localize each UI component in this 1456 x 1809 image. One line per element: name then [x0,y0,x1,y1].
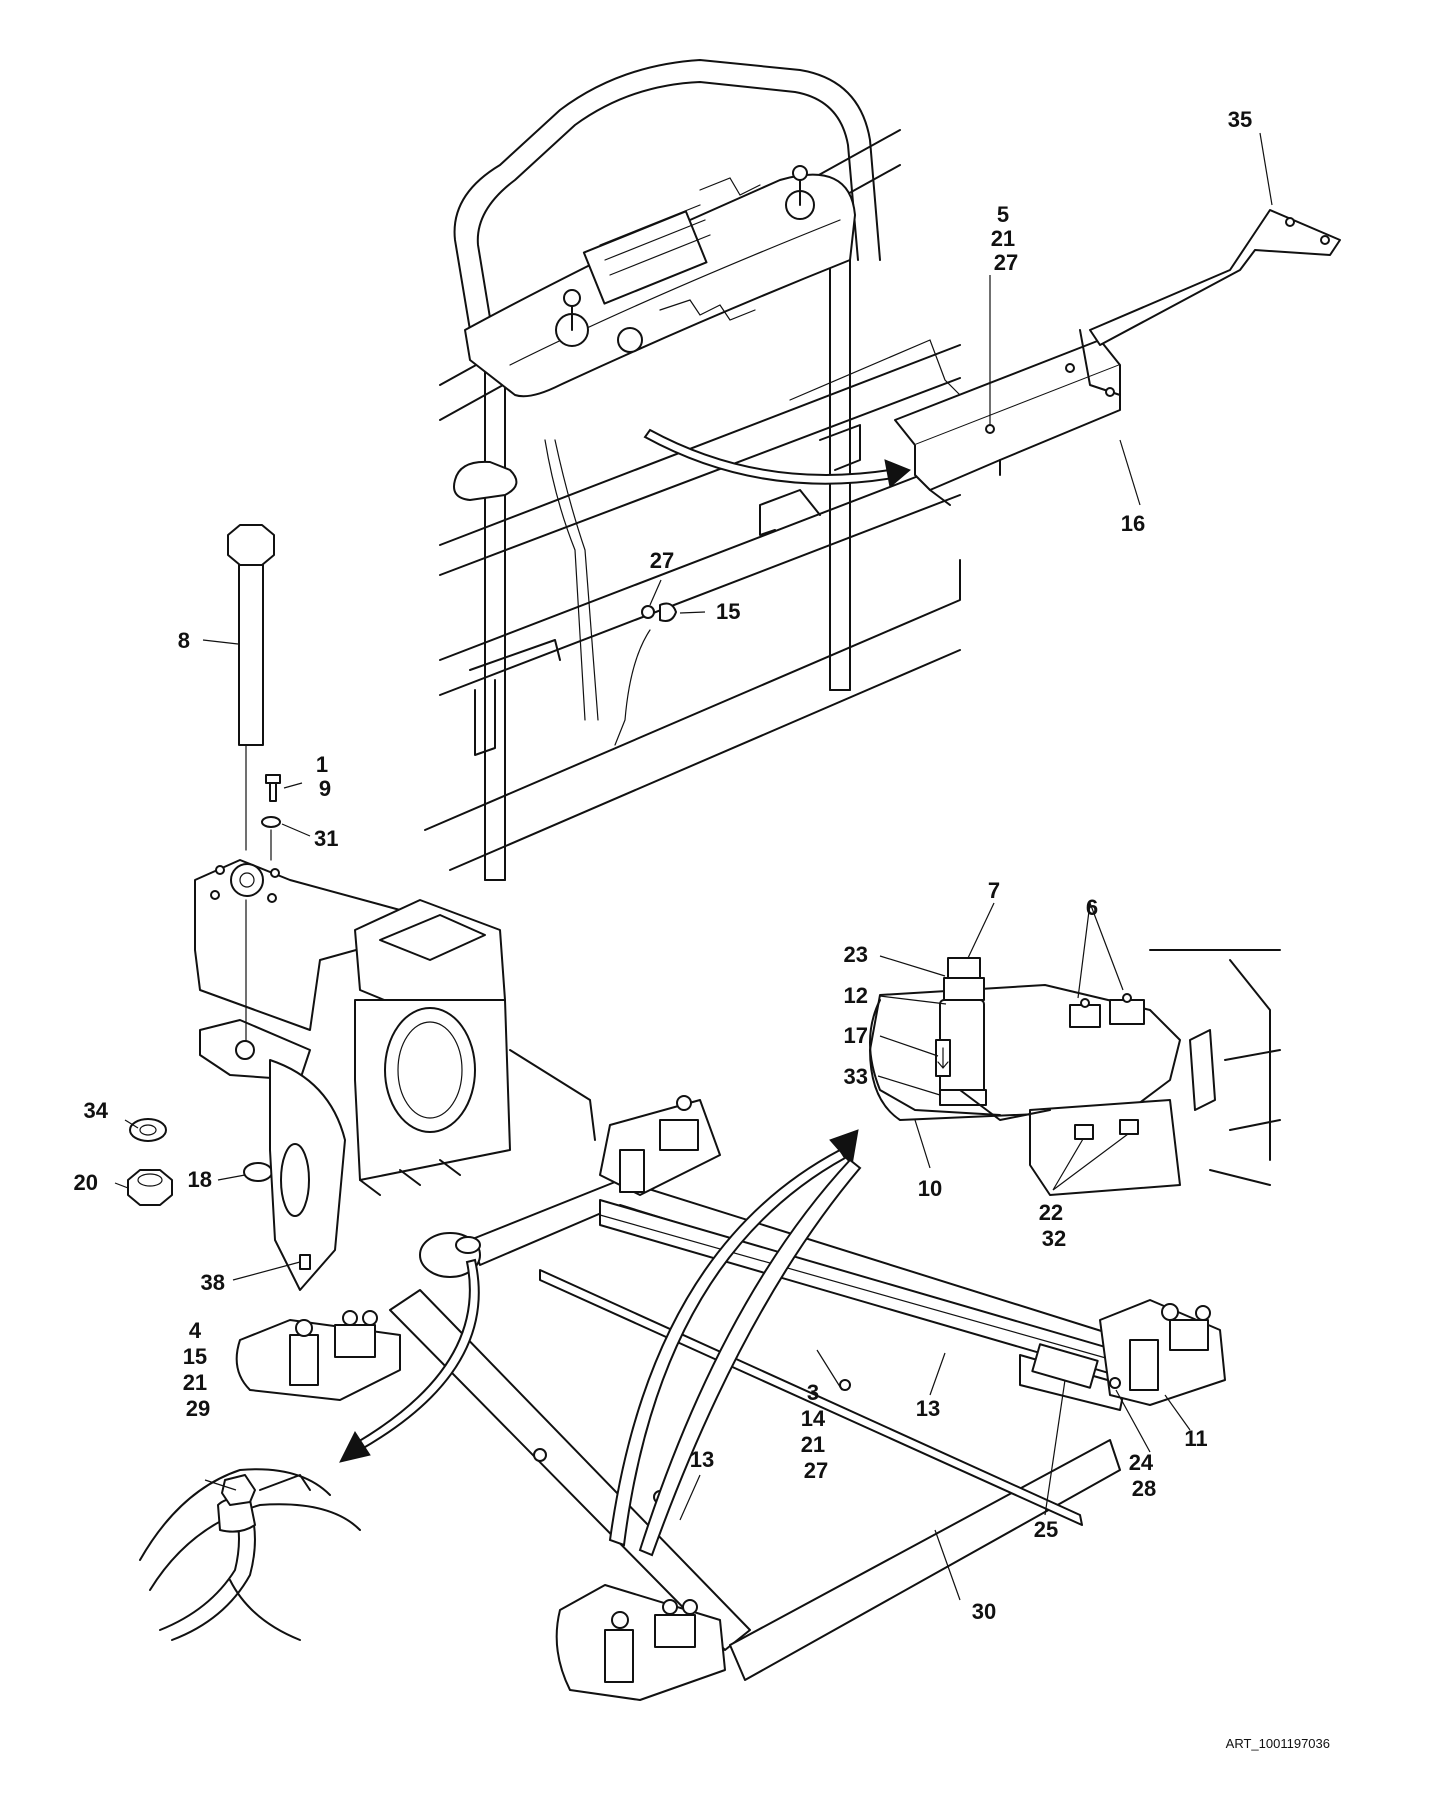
bushing-18 [243,1162,273,1182]
clamp-25 [1031,1343,1099,1389]
callout-13-front: 13 [690,1447,714,1472]
bracket-arm [1089,209,1341,346]
callout-22-32: 22 32 [1039,1200,1070,1251]
callout-16: 16 [1121,511,1145,536]
cradle-right [1099,1299,1226,1406]
callout-33: 33 [844,1064,868,1089]
callout-35: 35 [1228,107,1252,132]
long-bolt [227,524,275,746]
detail-arrow-right [608,1129,862,1557]
chassis-frame [389,1179,1151,1681]
callout-11: 11 [1184,1426,1207,1451]
callout-34: 34 [84,1098,109,1123]
callout-17: 17 [844,1023,868,1048]
callout-5-21-27: 5 21 27 [991,202,1022,275]
cradle-front [555,1584,726,1701]
detail-view-clamp [139,1468,361,1641]
callout-23: 23 [844,942,868,967]
callout-3-14-21-27: 3 14 21 27 [801,1380,832,1483]
callout-27: 27 [650,548,674,573]
callout-25: 25 [1034,1517,1058,1542]
washer-34 [129,1118,167,1142]
callout-4-15-21-29: 4 15 21 29 [183,1318,214,1421]
cradle-center [599,1095,721,1196]
fitting-24 [1109,1377,1121,1389]
callout-12: 12 [844,983,868,1008]
detail-view-pivot [869,949,1281,1196]
callout-31: 31 [314,826,338,851]
callout-1-9: 1 9 [316,752,334,801]
callout-30: 30 [972,1599,996,1624]
pivot-mount [194,744,596,1291]
callout-24-28: 24 28 [1129,1450,1160,1501]
callout-7: 7 [988,878,1000,903]
callout-18: 18 [188,1167,212,1192]
control-console-assembly [424,59,961,881]
small-bolt [265,774,281,802]
leader-lines [114,132,1273,1601]
callout-10: 10 [918,1176,942,1201]
callout-13-rear: 13 [916,1396,940,1421]
washer-34-hole [139,1124,157,1136]
callout-8: 8 [178,628,190,653]
drawing-id: ART_1001197036 [1226,1736,1330,1751]
callout-6: 6 [1086,895,1098,920]
mounting-bracket [894,329,1121,506]
detail-arrow-left [339,1258,480,1463]
callout-15: 15 [716,599,740,624]
callout-20: 20 [74,1170,98,1195]
cradle-left [235,1310,401,1401]
cable-clip [641,602,677,622]
callout-38: 38 [201,1270,225,1295]
callout-labels: 35 5 21 27 16 27 15 8 1 9 31 7 6 23 12 1… [74,107,1330,1751]
hex-nut-20 [127,1169,173,1206]
washer-31 [261,816,281,828]
swing-arrow-top [643,428,911,488]
